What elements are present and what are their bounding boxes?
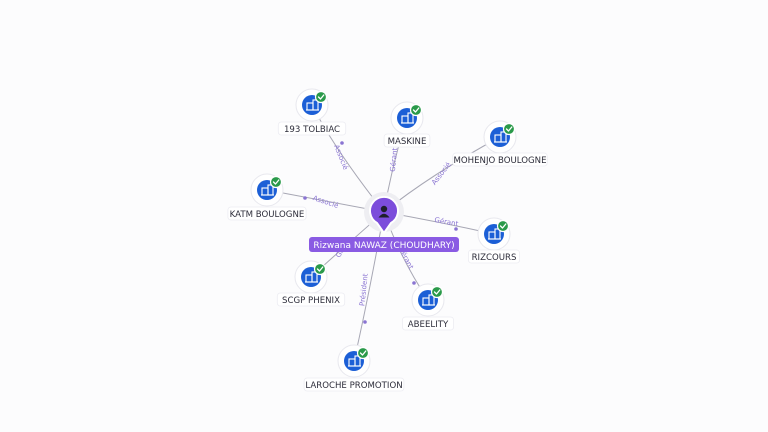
node-label-bg [277,121,347,136]
node-label-bg [401,316,455,331]
node-label-text: RIZCOURS [472,253,517,263]
edge-label-n3: Associé [430,161,453,187]
node-label-bg [467,249,521,264]
check-icon [314,90,328,104]
check-icon [430,285,444,299]
edge-arrow [303,196,307,200]
node-label: MOHENJO BOULOGNE [452,152,548,167]
company-nodes: 193 TOLBIAC MASKINE MOHENJO BOULOGNE KATM B… [227,88,548,392]
node-label: ABEELITY [401,316,455,331]
center-label-text: Rizwana NAWAZ (CHOUDHARY) [313,241,454,251]
check-icon [269,175,283,189]
node-label: LAROCHE PROMOTION [303,377,405,392]
node-label: MASKINE [383,133,431,148]
node-label: KATM BOULOGNE [227,206,307,221]
edge-label-n6: Gé [334,247,346,259]
node-label: RIZCOURS [467,249,521,264]
check-icon [502,122,516,136]
center-label: Rizwana NAWAZ (CHOUDHARY) [309,237,459,252]
edge-arrow [363,320,367,324]
check-icon [313,262,327,276]
company-node-n1[interactable]: 193 TOLBIAC [277,88,347,136]
edge-label-n1: Associé [332,143,349,171]
check-icon [409,103,423,117]
node-label-text: LAROCHE PROMOTION [305,381,402,391]
company-node-n7[interactable]: ABEELITY [401,283,455,331]
edge-arrow [412,281,416,285]
company-node-n6[interactable]: SCGP PHENIX [276,260,346,307]
node-label-bg [227,206,307,221]
node-label-bg [276,292,346,307]
node-label-text: KATM BOULOGNE [230,210,305,220]
node-label-bg [452,152,548,167]
node-label-text: ABEELITY [408,320,449,330]
edge-arrow [340,141,344,145]
node-label-bg [383,133,431,148]
edge-label-n4: Associé [312,194,340,210]
company-node-n4[interactable]: KATM BOULOGNE [227,173,307,221]
edge-label-n5: Gérant [434,216,459,228]
edge-label-n8: Président [358,273,369,307]
check-icon [496,219,510,233]
node-label-bg [303,377,405,392]
company-node-n3[interactable]: MOHENJO BOULOGNE [452,120,548,167]
company-node-n2[interactable]: MASKINE [383,101,431,148]
company-node-n8[interactable]: LAROCHE PROMOTION [303,344,405,392]
node-label: SCGP PHENIX [276,292,346,307]
center-person-node[interactable]: Rizwana NAWAZ (CHOUDHARY) [309,192,459,252]
node-label: 193 TOLBIAC [277,121,347,136]
check-icon [356,346,370,360]
person-icon [378,205,390,218]
node-label-text: MOHENJO BOULOGNE [453,156,546,166]
node-label-text: 193 TOLBIAC [284,125,340,135]
edge-arrow [454,227,458,231]
center-label-bg [309,237,459,252]
company-node-n5[interactable]: RIZCOURS [467,217,521,264]
edge-label-n2: Gérant [389,147,399,172]
node-label-text: SCGP PHENIX [282,296,340,306]
node-label-text: MASKINE [388,137,427,147]
